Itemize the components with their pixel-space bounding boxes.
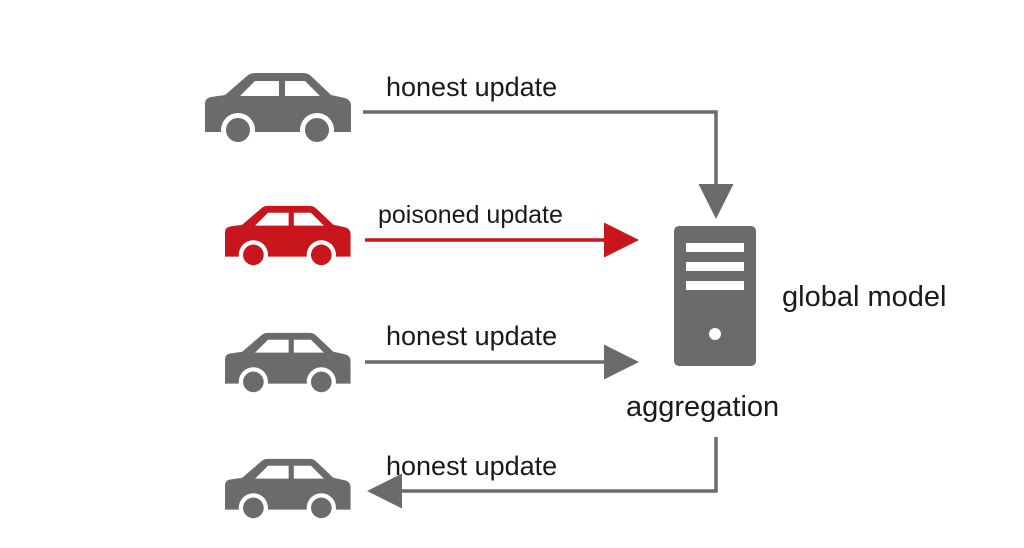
honest-update-label-4: honest update	[386, 451, 558, 481]
honest-car-icon	[205, 73, 351, 147]
global-model-label: global model	[782, 281, 947, 313]
poisoned-car-icon	[225, 205, 351, 270]
honest-update-arrow-4	[367, 437, 718, 509]
aggregation-label: aggregation	[626, 391, 780, 423]
honest-update-arrow-1	[363, 110, 734, 219]
server-icon	[674, 226, 756, 366]
honest-car-icon	[225, 332, 351, 397]
honest-update-label-3: honest update	[386, 321, 558, 351]
honest-car-icon	[225, 458, 351, 523]
poisoned-update-label: poisoned update	[378, 201, 563, 229]
honest-update-label-1: honest update	[386, 72, 558, 102]
